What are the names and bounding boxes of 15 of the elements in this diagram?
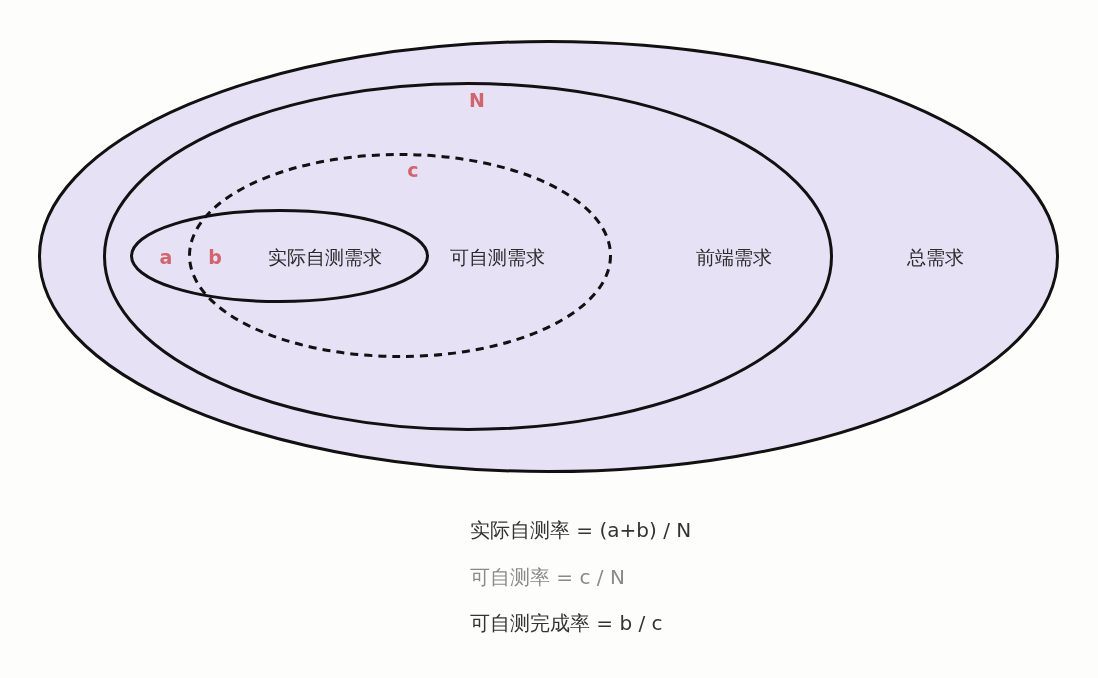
formula-text: 可自测率 = c / N bbox=[470, 565, 625, 589]
variable-letter: N bbox=[469, 88, 485, 112]
variable-letter: b bbox=[208, 245, 222, 269]
formula-text: 实际自测率 = (a+b) / N bbox=[470, 518, 692, 542]
variable-letter: c bbox=[407, 158, 419, 182]
region-label: 实际自测需求 bbox=[268, 245, 382, 269]
region-label: 总需求 bbox=[906, 245, 964, 269]
region-label: 可自测需求 bbox=[449, 245, 545, 269]
variable-letter: a bbox=[159, 245, 173, 269]
ellipse-region bbox=[38, 40, 1059, 473]
ellipse-region bbox=[130, 209, 429, 303]
dashed-ellipse-region bbox=[188, 153, 612, 358]
region-label: 前端需求 bbox=[696, 245, 772, 269]
ellipse-region bbox=[103, 82, 833, 431]
formula-text: 可自测完成率 = b / c bbox=[470, 611, 663, 635]
